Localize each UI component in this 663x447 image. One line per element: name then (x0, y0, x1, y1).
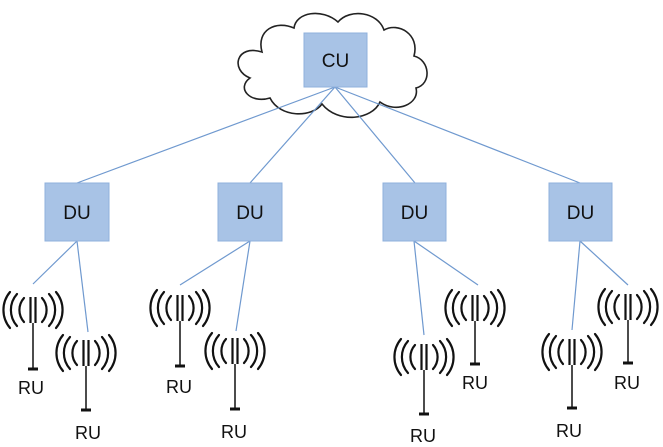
antenna-icon (597, 287, 659, 365)
ru-node-2: RU (55, 333, 117, 443)
link-du4-ru8 (571, 240, 581, 331)
ru-node-5: RU (444, 288, 506, 393)
antenna-icon (55, 333, 117, 412)
ru-label: RU (614, 373, 640, 393)
du-label: DU (567, 203, 594, 224)
ru-label: RU (462, 373, 488, 393)
link-cu-du-2 (249, 86, 336, 184)
ru-label: RU (221, 422, 247, 442)
cu-label: CU (322, 51, 349, 72)
link-du2-ru3 (179, 240, 251, 286)
ru-label: RU (75, 423, 101, 443)
antenna-icon (2, 290, 64, 371)
du-ru-links (32, 240, 629, 336)
ru-label: RU (18, 378, 44, 398)
link-du2-ru4 (235, 240, 251, 332)
cu-du-links (76, 86, 581, 184)
link-du3-ru5 (413, 240, 479, 286)
link-cu-du-1 (76, 86, 336, 184)
ru-label: RU (166, 377, 192, 397)
du-node-3: DU (382, 182, 447, 242)
antenna-icon (149, 288, 211, 368)
ru-node-6: RU (393, 337, 455, 446)
ru-label: RU (556, 421, 582, 441)
du-node-4: DU (548, 182, 613, 242)
du-node-1: DU (44, 182, 110, 242)
ru-node-3: RU (149, 288, 211, 397)
ru-node-7: RU (597, 287, 659, 393)
antenna-icon (393, 337, 455, 416)
du-box (548, 182, 613, 242)
du-label: DU (401, 203, 428, 224)
antenna-icon (444, 288, 506, 366)
ru-node-1: RU (2, 290, 64, 398)
du-box (382, 182, 447, 242)
du-label: DU (63, 203, 90, 224)
cu-node: CU (303, 32, 368, 88)
du-box (44, 182, 110, 242)
link-cu-du-4 (334, 86, 581, 184)
ru-node-4: RU (204, 331, 266, 442)
link-du3-ru6 (413, 240, 425, 336)
link-cu-du-3 (334, 86, 416, 184)
antenna-icon (541, 332, 603, 410)
du-node-2: DU (217, 182, 283, 242)
antenna-icon (204, 331, 266, 411)
du-box (217, 182, 283, 242)
link-du4-ru7 (579, 240, 629, 286)
du-label: DU (236, 203, 263, 224)
ru-label: RU (410, 426, 436, 446)
ru-node-8: RU (541, 332, 603, 441)
link-du1-ru1 (32, 240, 78, 285)
cu-box (303, 32, 368, 88)
link-du1-ru2 (76, 240, 89, 333)
